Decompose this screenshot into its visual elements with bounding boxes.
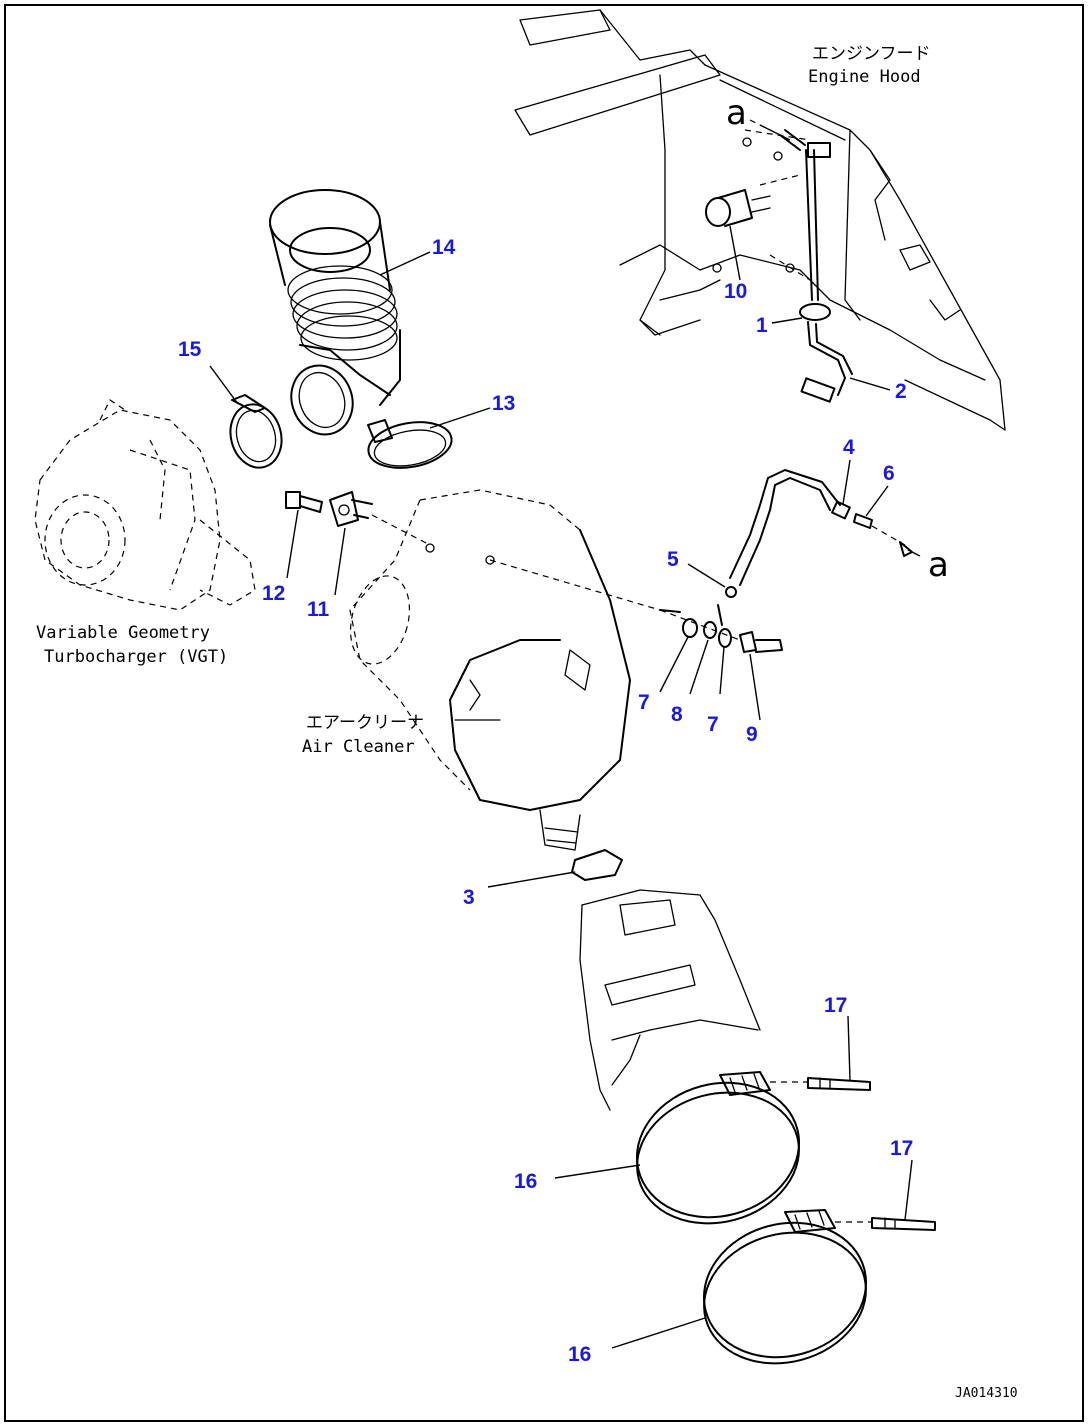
callout-17-upper: 17 (824, 994, 847, 1017)
breather-line (725, 469, 913, 598)
air-cleaner-label-jp: エアークリーナ (306, 713, 424, 733)
engine-hood (514, 9, 1006, 431)
dust-boot (579, 889, 761, 1111)
leader-lines (209, 124, 921, 1349)
callout-16-upper: 16 (514, 1170, 537, 1193)
callout-1: 1 (756, 314, 768, 337)
engine-hood-label-jp: エンジンフード (812, 44, 931, 64)
reference-a-right: a (928, 545, 949, 585)
callout-14: 14 (432, 236, 456, 259)
bolt-12 (285, 491, 323, 513)
clamp-13 (367, 419, 453, 469)
callout-10: 10 (724, 280, 747, 303)
callout-5: 5 (667, 548, 679, 571)
callout-15: 15 (178, 338, 202, 361)
callout-16-lower: 16 (568, 1343, 591, 1366)
vgt-label-line2: Turbocharger (VGT) (44, 647, 228, 667)
clamp-15 (229, 394, 283, 469)
callout-7-left: 7 (638, 691, 650, 714)
callout-11: 11 (307, 598, 330, 621)
bolt-a-top (749, 119, 806, 151)
callout-7-right: 7 (707, 713, 719, 736)
washers-bolt (659, 604, 783, 653)
callout-12: 12 (262, 582, 285, 605)
cap-3 (571, 849, 623, 881)
sensor-10 (705, 189, 771, 227)
air-cleaner-label-en: Air Cleaner (302, 737, 415, 757)
bolt-17-lower (835, 1217, 936, 1231)
callout-17-lower: 17 (890, 1137, 913, 1160)
reference-a-top: a (726, 93, 747, 133)
air-cleaner (349, 489, 661, 851)
callout-2: 2 (895, 380, 907, 403)
elbow-hose-14 (269, 189, 401, 436)
fitting-11 (329, 491, 431, 546)
callout-4: 4 (843, 436, 855, 459)
harness-1-2 (799, 142, 853, 403)
engine-hood-label-en: Engine Hood (808, 67, 921, 87)
callout-9: 9 (746, 723, 758, 746)
vgt-label-line1: Variable Geometry (36, 623, 210, 643)
callout-3: 3 (463, 886, 475, 909)
drawing-number: JA014310 (955, 1386, 1018, 1401)
callout-13: 13 (492, 392, 515, 415)
callout-6: 6 (883, 462, 895, 485)
clamp-16-lower (702, 1209, 868, 1365)
drawing-frame (4, 4, 1084, 1422)
turbocharger-vgt (34, 399, 256, 611)
clamp-16-upper (635, 1071, 801, 1225)
bolt-17-upper (770, 1077, 871, 1091)
callout-8: 8 (671, 703, 683, 726)
